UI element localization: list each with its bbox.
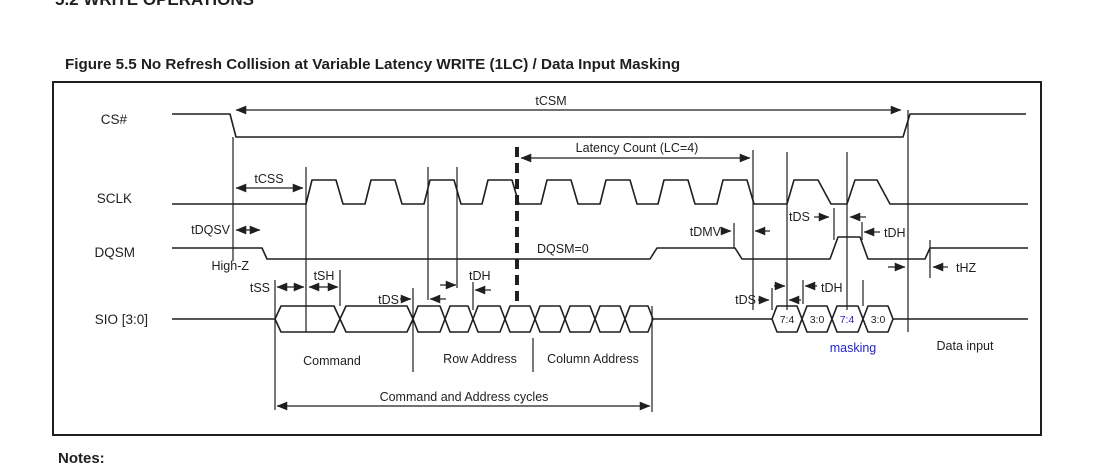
notes-heading: Notes:: [58, 450, 105, 467]
signal-label-sclk: SCLK: [97, 191, 132, 206]
tdmv-label: tDMV: [690, 225, 722, 239]
tsh-label: tSH: [314, 269, 335, 283]
waveforms: [172, 113, 1028, 260]
sio-bus: 7:4 3:0 7:4 3:0: [172, 305, 1028, 333]
nibble-label: 3:0: [871, 314, 886, 326]
diagram-frame: [52, 81, 1042, 436]
bus-bubble-command-1: [274, 305, 341, 333]
tds-label: tDS: [735, 293, 756, 307]
thz-label: tHZ: [956, 261, 977, 275]
high-z-label: High-Z: [211, 259, 249, 273]
bus-bubble-addr: [624, 305, 654, 333]
clipped-section-heading: 5.2 WRITE OPERATIONS: [55, 0, 254, 9]
nibble-label: 3:0: [810, 314, 825, 326]
nibble-label: 7:4: [780, 314, 795, 326]
sclk-waveform: [172, 179, 1028, 205]
signal-labels: CS# SCLK DQSM SIO [3:0]: [95, 112, 149, 327]
dqsm-zero-label: DQSM=0: [537, 242, 589, 256]
masking-label: masking: [830, 341, 877, 355]
cs-waveform: [172, 113, 1026, 138]
tcss-label: tCSS: [254, 172, 283, 186]
command-label: Command: [303, 354, 361, 368]
tcsm-label: tCSM: [535, 94, 566, 108]
dqsm-waveform: [172, 236, 1028, 260]
figure-title: Figure 5.5 No Refresh Collision at Varia…: [65, 56, 680, 73]
column-address-label: Column Address: [547, 352, 639, 366]
bus-labels: Command Row Address Column Address Comma…: [303, 339, 994, 404]
reference-lines: [232, 110, 931, 412]
tss-label: tSS: [250, 281, 270, 295]
bus-bubble-command-2: [339, 305, 414, 333]
timing-arrows: [235, 105, 948, 411]
tdh-label: tDH: [884, 226, 906, 240]
data-input-label: Data input: [937, 339, 995, 353]
bus-bubble-addr: [412, 305, 446, 333]
row-address-label: Row Address: [443, 352, 517, 366]
tdqsv-label: tDQSV: [191, 223, 231, 237]
signal-label-cs: CS#: [101, 112, 128, 127]
timing-labels: tCSM tCSS Latency Count (LC=4) tDQSV Hig…: [191, 94, 976, 307]
bus-bubble-addr: [472, 305, 506, 333]
signal-label-dqsm: DQSM: [95, 245, 136, 260]
tds-label: tDS: [789, 210, 810, 224]
tdh-label: tDH: [469, 269, 491, 283]
tdh-label: tDH: [821, 281, 843, 295]
tds-label: tDS: [378, 293, 399, 307]
bus-bubble-addr: [444, 305, 474, 333]
bus-bubble-addr: [564, 305, 596, 333]
nibble-label-masked: 7:4: [840, 314, 855, 326]
latency-count-label: Latency Count (LC=4): [576, 141, 699, 155]
bus-bubble-addr: [504, 305, 536, 333]
signal-label-sio: SIO [3:0]: [95, 312, 148, 327]
cmd-addr-cycles-label: Command and Address cycles: [380, 390, 549, 404]
bus-bubble-addr: [594, 305, 626, 333]
bus-bubble-addr: [534, 305, 566, 333]
